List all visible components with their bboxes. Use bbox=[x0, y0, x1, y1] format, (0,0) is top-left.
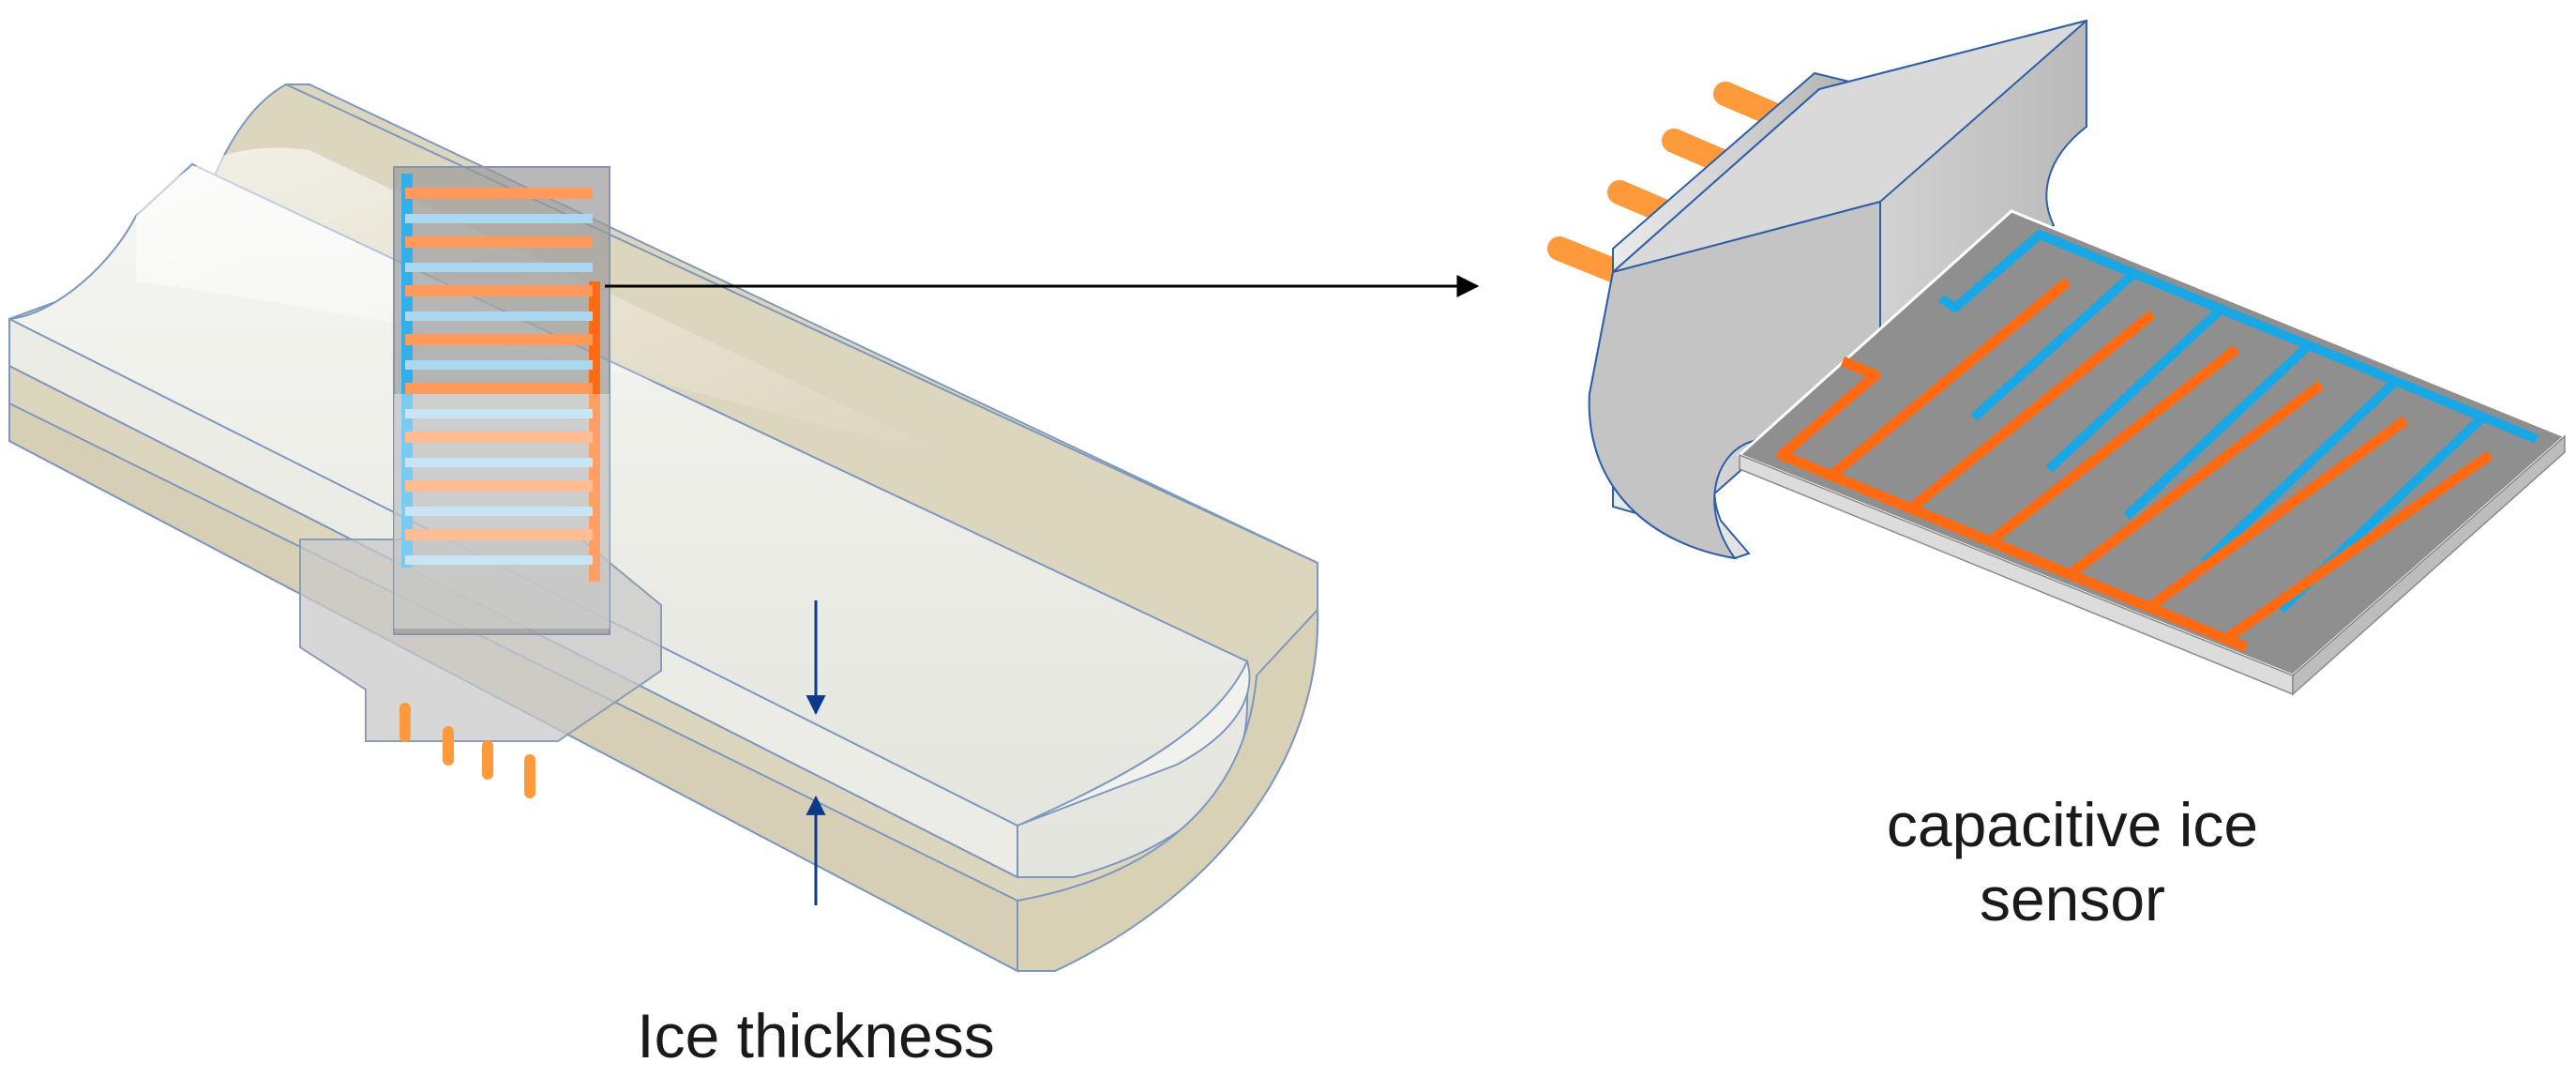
sensor-label-line-1: capacitive ice bbox=[1886, 790, 2259, 859]
capacitive-sensor-closeup bbox=[1547, 19, 2568, 696]
embedded-sensor-fingers bbox=[405, 188, 593, 565]
pipe-cutaway bbox=[8, 83, 1319, 973]
embedded-sensor bbox=[299, 166, 662, 798]
sensor-label-line-2: sensor bbox=[1979, 864, 2166, 934]
capacitive-ice-sensor-label: capacitive ice sensor bbox=[1763, 788, 2382, 936]
ice-thickness-label: Ice thickness bbox=[637, 1001, 995, 1070]
sensor-electrode-orange bbox=[1776, 277, 2493, 653]
embedded-sensor-pins bbox=[399, 703, 535, 798]
